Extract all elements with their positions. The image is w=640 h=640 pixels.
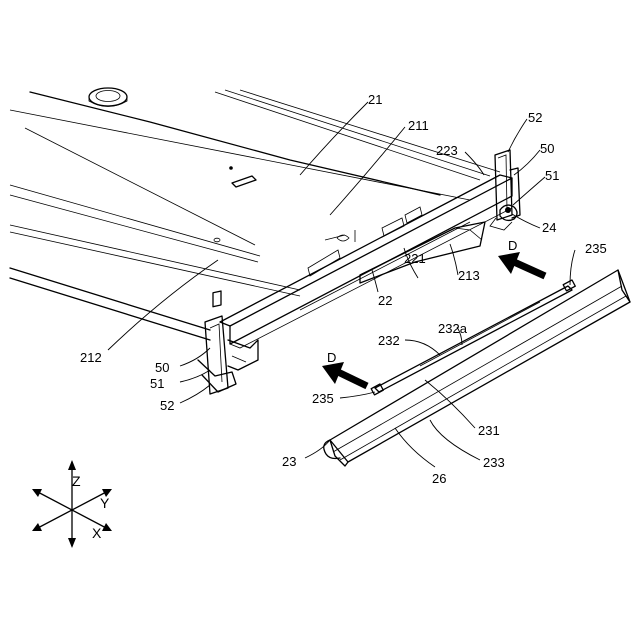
slot-hole xyxy=(214,166,355,242)
axis-y-label: Y xyxy=(100,495,110,511)
arrow-d-right xyxy=(498,252,545,276)
label-24: 24 xyxy=(542,220,556,235)
label-26: 26 xyxy=(432,471,446,486)
axis-x-label: X xyxy=(92,525,102,541)
label-52-right: 52 xyxy=(528,110,542,125)
rail-232 xyxy=(371,280,575,395)
cover-rail xyxy=(324,270,630,466)
label-211: 211 xyxy=(408,118,429,133)
label-232a: 232a xyxy=(438,321,468,336)
round-boss xyxy=(89,88,127,107)
label-223: 223 xyxy=(436,143,458,158)
label-22: 22 xyxy=(378,293,392,308)
label-231: 231 xyxy=(478,423,500,438)
arrow-d-left xyxy=(322,362,367,386)
label-d-right: D xyxy=(508,238,517,253)
label-232: 232 xyxy=(378,333,400,348)
label-235-left: 235 xyxy=(312,391,334,406)
front-beam xyxy=(220,175,512,348)
label-50-left: 50 xyxy=(155,360,169,375)
label-21: 21 xyxy=(368,92,382,107)
label-213: 213 xyxy=(458,268,480,283)
label-d-left: D xyxy=(327,350,336,365)
right-bracket xyxy=(490,150,520,230)
axes-icon: Z Y X xyxy=(32,460,112,548)
label-51-right: 51 xyxy=(545,168,559,183)
label-221: 221 xyxy=(404,251,426,266)
label-235-right: 235 xyxy=(585,241,607,256)
label-51-left: 51 xyxy=(150,376,164,391)
axis-z-label: Z xyxy=(72,473,81,489)
label-212: 212 xyxy=(80,350,102,365)
leader-lines xyxy=(108,102,575,467)
label-233: 233 xyxy=(483,455,505,470)
reference-labels: 21 211 52 223 50 51 24 D 235 221 213 22 … xyxy=(80,92,607,486)
label-23: 23 xyxy=(282,454,296,469)
label-50-right: 50 xyxy=(540,141,554,156)
label-52-left: 52 xyxy=(160,398,174,413)
